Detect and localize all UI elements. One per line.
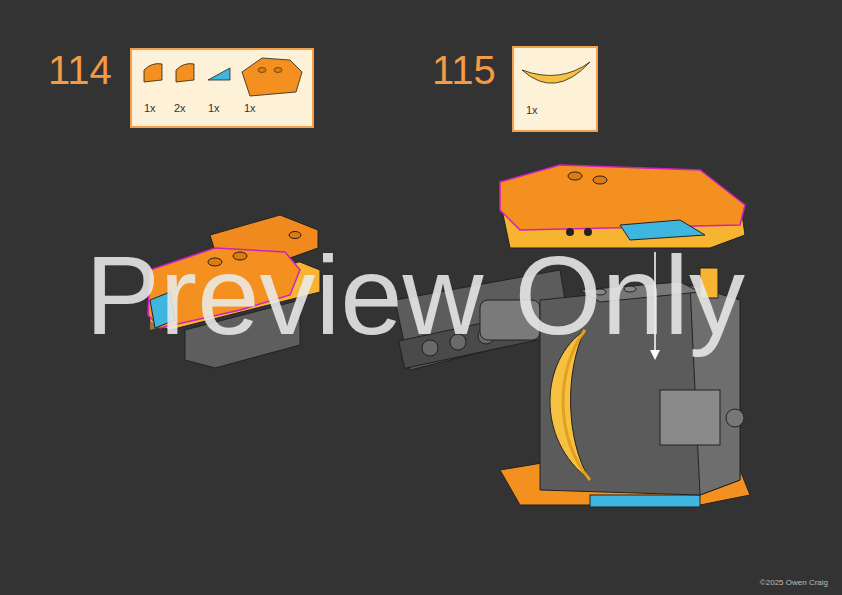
- step-number: 115: [432, 48, 496, 92]
- part-quantity: 1x: [526, 104, 538, 117]
- step-number: 114: [48, 48, 112, 92]
- watermark: Preview Only: [85, 236, 745, 356]
- part-quantity: 1x: [144, 102, 156, 115]
- part-quantity: 2x: [174, 102, 186, 115]
- part-quantity: 1x: [244, 102, 256, 115]
- copyright: ©2025 Owen Craig: [760, 578, 828, 588]
- parts-callout-box: 1141x2x1x1x: [130, 48, 314, 128]
- part-quantity: 1x: [208, 102, 220, 115]
- parts-callout-box: 1151x: [512, 46, 598, 132]
